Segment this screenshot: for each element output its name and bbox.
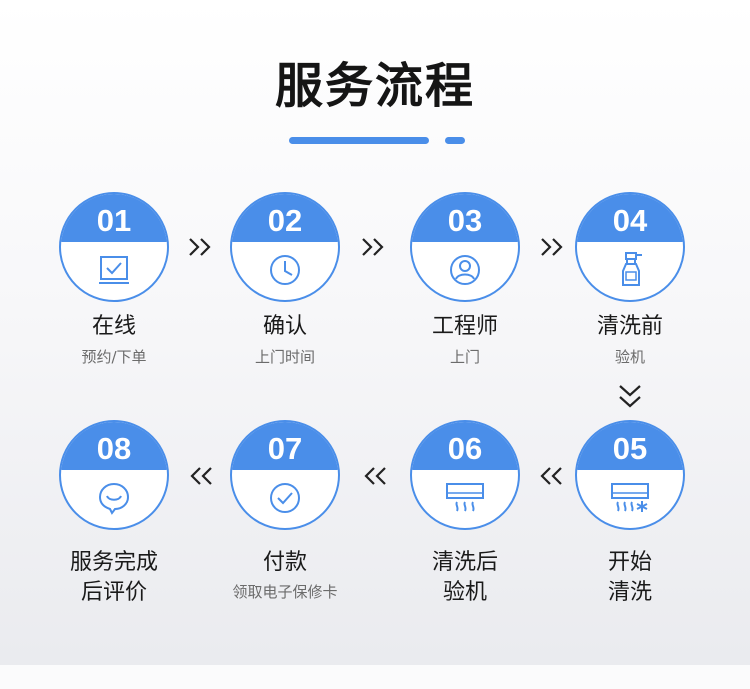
check-circle-icon (270, 483, 300, 513)
page-title: 服务流程 (274, 58, 475, 114)
double-chevron-right-icon (541, 238, 563, 256)
air-conditioner-heat-icon (446, 483, 484, 512)
clock-icon (270, 255, 300, 285)
step-01-sub: 预约/下单 (81, 348, 147, 366)
step-number: 01 (96, 203, 132, 238)
step-08-label: 服务完成 (69, 550, 158, 575)
step-04-sub: 验机 (614, 348, 645, 366)
air-conditioner-cold-icon (611, 483, 649, 512)
title-underline-dot (445, 137, 465, 144)
step-number: 04 (612, 203, 648, 238)
step-06-label: 清洗后 (431, 550, 498, 575)
step-08-circle: 08 (59, 420, 169, 530)
footer-strip (0, 665, 750, 689)
step-04-circle: 04 (575, 192, 685, 302)
step-07-circle: 07 (230, 420, 340, 530)
step-06-sub: 验机 (442, 580, 487, 605)
step-07-sub: 领取电子保修卡 (232, 583, 338, 601)
step-number: 03 (447, 203, 483, 238)
step-number: 07 (267, 431, 303, 466)
double-chevron-right-icon (362, 238, 384, 256)
step-07-label: 付款 (262, 550, 307, 575)
double-chevron-left-icon (540, 467, 562, 485)
step-03-label: 工程师 (431, 314, 498, 339)
smile-chat-icon (98, 482, 130, 515)
step-number: 05 (612, 431, 648, 466)
double-chevron-down-icon (619, 385, 641, 408)
step-02-label: 确认 (262, 314, 307, 339)
step-03-circle: 03 (410, 192, 520, 302)
monitor-check-icon (99, 256, 129, 284)
step-01-label: 在线 (91, 314, 136, 339)
step-number: 02 (267, 203, 303, 238)
step-05-label: 开始 (607, 550, 652, 575)
step-number: 08 (96, 431, 132, 466)
step-04-label: 清洗前 (596, 314, 663, 339)
double-chevron-right-icon (189, 238, 211, 256)
double-chevron-left-icon (190, 467, 212, 485)
step-number: 06 (447, 431, 483, 466)
step-02-circle: 02 (230, 192, 340, 302)
step-08-sub: 后评价 (80, 580, 147, 605)
step-03-sub: 上门 (449, 348, 480, 366)
step-01-circle: 01 (59, 192, 169, 302)
step-05-sub: 清洗 (607, 580, 652, 605)
spray-bottle-icon (622, 252, 642, 286)
step-02-sub: 上门时间 (254, 348, 315, 366)
step-06-circle: 06 (410, 420, 520, 530)
step-05-circle: 05 (575, 420, 685, 530)
user-icon (450, 255, 480, 285)
title-underline (289, 137, 429, 144)
double-chevron-left-icon (364, 467, 386, 485)
